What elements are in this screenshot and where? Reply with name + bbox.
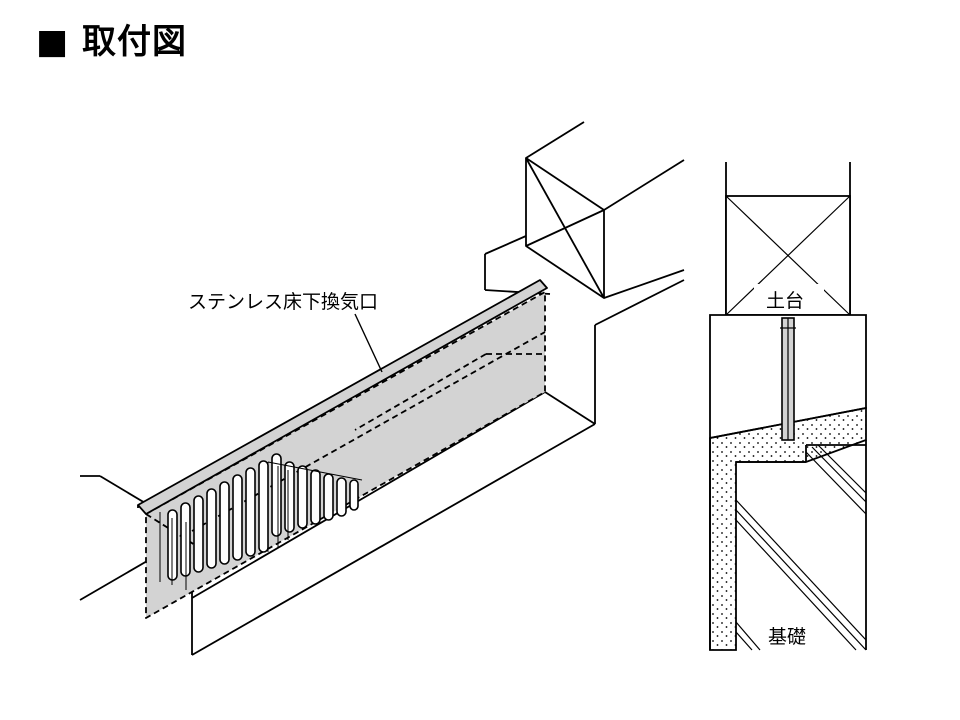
isometric-view [79,121,685,656]
foundation-label-bg [760,618,824,648]
foundation-label: 基礎 [768,626,806,648]
foundation-hatch [735,444,867,651]
vent-side-lines [159,512,187,590]
sill-label-bg [754,284,824,314]
vent-iso [137,279,548,619]
section-view [709,162,867,651]
vent-label: ステンレス床下換気口 [188,291,378,313]
opening-hatch [267,461,363,552]
sill-label: 土台 [766,290,804,312]
sill-beam-iso [525,121,685,326]
vent-section [780,317,796,441]
vent-leader-line [354,313,383,373]
page-title: ■ 取付図 [36,22,187,62]
